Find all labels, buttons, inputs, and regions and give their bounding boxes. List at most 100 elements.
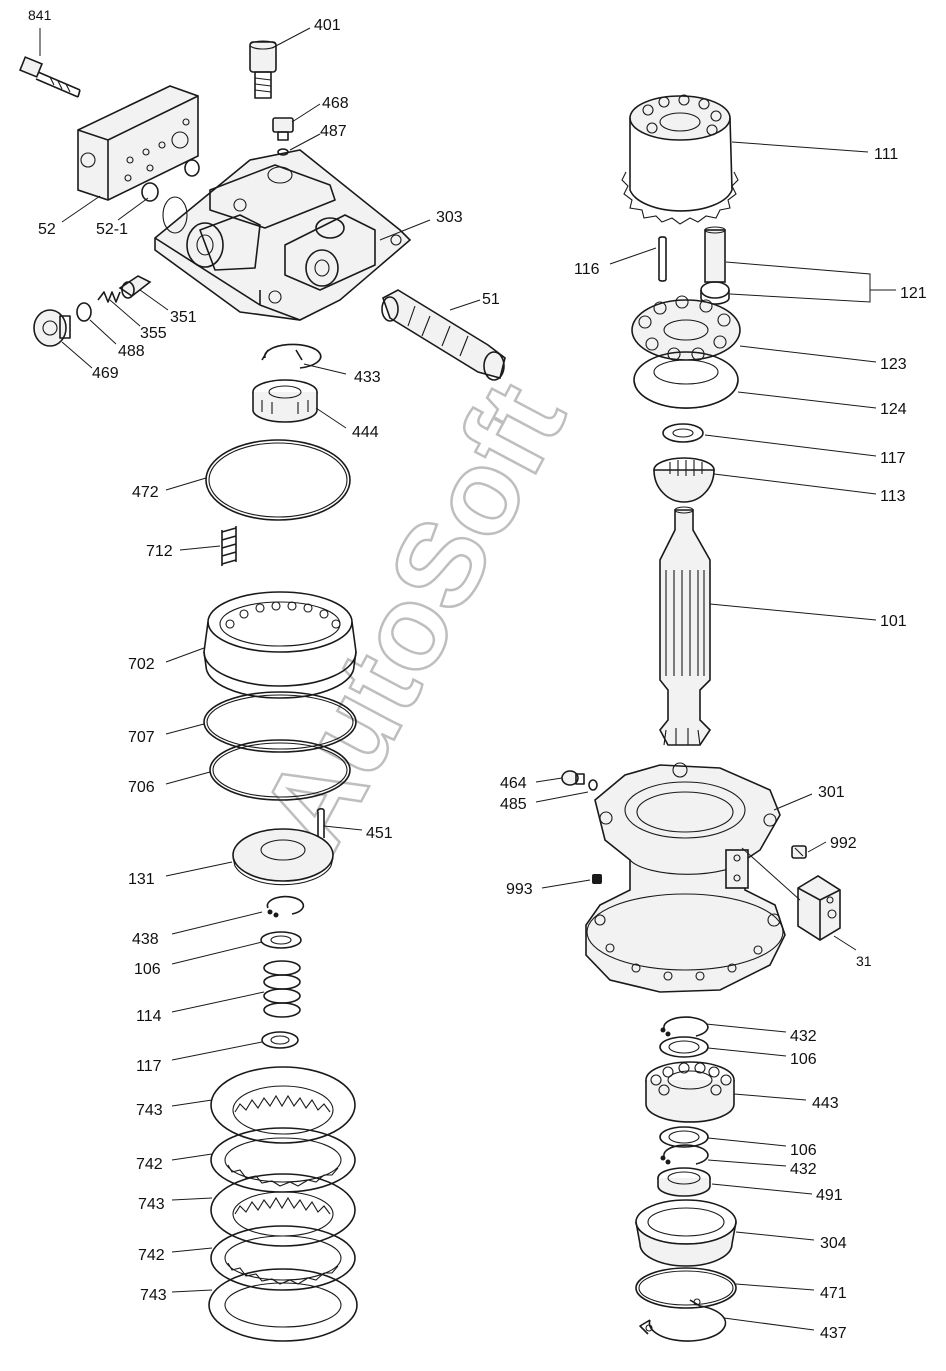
o-ring-707 <box>203 691 357 753</box>
label-355: 355 <box>140 325 167 342</box>
label-742-a: 742 <box>136 1156 163 1173</box>
valve-plate-131 <box>232 828 334 886</box>
label-487: 487 <box>320 123 347 140</box>
label-742-b: 742 <box>138 1247 165 1264</box>
spring-114 <box>263 960 301 1018</box>
label-113: 113 <box>880 488 906 505</box>
snap-ring-438 <box>266 895 305 915</box>
spacer-106-right-lower <box>659 1126 709 1148</box>
valve-block-52 <box>77 85 199 201</box>
sleeve-351 <box>118 275 152 299</box>
label-106-left: 106 <box>134 961 161 978</box>
plug-993 <box>592 874 602 884</box>
label-52-1: 52-1 <box>96 221 128 238</box>
label-485: 485 <box>500 796 527 813</box>
washer-117-right <box>662 423 704 443</box>
o-ring-706 <box>209 739 351 801</box>
label-433: 433 <box>354 369 381 386</box>
label-443: 443 <box>812 1095 839 1112</box>
pin-451 <box>316 808 325 840</box>
label-116: 116 <box>574 261 600 278</box>
washer-117-left <box>261 1031 299 1049</box>
label-401: 401 <box>314 17 341 34</box>
label-117-left: 117 <box>136 1058 162 1075</box>
label-31: 31 <box>856 953 872 969</box>
friction-plate-743-a <box>210 1066 356 1144</box>
o-ring-487 <box>277 148 289 156</box>
label-121: 121 <box>900 285 927 302</box>
spring-355 <box>97 291 121 303</box>
label-472: 472 <box>132 484 159 501</box>
label-488: 488 <box>118 343 145 360</box>
spool-51 <box>381 289 506 381</box>
bolt-401 <box>249 40 277 99</box>
label-706: 706 <box>128 779 155 796</box>
pin-116 <box>658 236 667 282</box>
spacer-106-left <box>260 931 302 949</box>
piston-121 <box>700 226 730 305</box>
snap-ring-432-lower <box>663 1144 709 1165</box>
callout-labels: 841 401 468 487 303 52 52-1 51 351 355 4… <box>28 7 927 1342</box>
separator-plate-742-a <box>210 1127 356 1193</box>
label-351: 351 <box>170 309 197 326</box>
plug-992 <box>791 845 807 859</box>
label-303: 303 <box>436 209 463 226</box>
label-468: 468 <box>322 95 349 112</box>
label-432-upper: 432 <box>790 1028 817 1045</box>
collar-491 <box>657 1167 711 1197</box>
leader-lines <box>39 27 896 1331</box>
o-ring-485 <box>588 779 598 791</box>
label-131: 131 <box>128 871 155 888</box>
label-491: 491 <box>816 1187 843 1204</box>
label-992: 992 <box>830 835 857 852</box>
o-ring-471 <box>635 1267 737 1309</box>
cover-304 <box>635 1199 737 1267</box>
label-841: 841 <box>28 7 52 23</box>
label-304: 304 <box>820 1235 847 1252</box>
label-743-b: 743 <box>138 1196 165 1213</box>
separator-plate-742-b <box>210 1225 356 1291</box>
label-117-right: 117 <box>880 450 906 467</box>
snap-ring-433 <box>261 343 322 369</box>
spacer-106-right-upper <box>659 1036 709 1058</box>
casing-301 <box>585 762 786 993</box>
plug-468 <box>272 117 294 141</box>
snap-ring-437 <box>639 1299 727 1342</box>
label-123: 123 <box>880 356 907 373</box>
label-993: 993 <box>506 881 533 898</box>
bolt-841 <box>18 56 81 98</box>
plug-464 <box>561 770 585 786</box>
friction-plate-743-c <box>208 1268 358 1342</box>
o-ring-52-1 <box>141 159 200 202</box>
label-438: 438 <box>132 931 159 948</box>
label-707: 707 <box>128 729 155 746</box>
bearing-443 <box>645 1061 735 1123</box>
label-743-c: 743 <box>140 1287 167 1304</box>
label-124: 124 <box>880 401 907 418</box>
label-702: 702 <box>128 656 155 673</box>
label-437: 437 <box>820 1325 847 1342</box>
o-ring-472 <box>205 439 351 521</box>
ball-guide-113 <box>653 457 715 503</box>
label-451: 451 <box>366 825 393 842</box>
o-ring-488 <box>76 302 92 322</box>
snap-ring-432-upper <box>663 1016 709 1037</box>
label-464: 464 <box>500 775 527 792</box>
cylinder-block-111 <box>621 94 739 225</box>
relief-valve-31 <box>797 875 841 941</box>
label-712: 712 <box>146 543 173 560</box>
brake-piston-702 <box>203 591 357 699</box>
label-301: 301 <box>818 784 845 801</box>
label-432-lower: 432 <box>790 1161 817 1178</box>
label-111: 111 <box>874 146 898 163</box>
label-52: 52 <box>38 221 56 238</box>
drive-shaft-101 <box>659 506 712 746</box>
label-101: 101 <box>880 613 907 630</box>
label-114: 114 <box>136 1008 162 1025</box>
spring-712 <box>221 526 237 566</box>
label-469: 469 <box>92 365 119 382</box>
label-106-right-upper: 106 <box>790 1051 817 1068</box>
watermark: AutoSoft <box>235 362 591 872</box>
label-444: 444 <box>352 424 379 441</box>
